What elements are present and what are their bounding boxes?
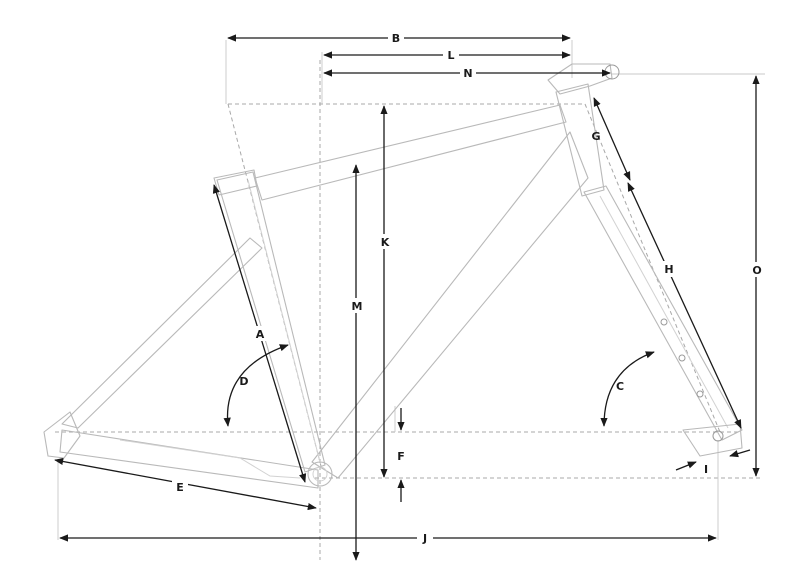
label-a: A	[256, 328, 265, 341]
bottle-boss-2	[678, 354, 686, 362]
dim-g-arrow	[593, 97, 631, 181]
label-c: C	[616, 380, 624, 393]
fork-dropout	[682, 423, 743, 457]
label-f: F	[397, 450, 405, 463]
dim-h-arrow	[627, 182, 742, 429]
label-e: E	[176, 481, 184, 494]
bottle-boss-1	[660, 318, 668, 326]
dim-c-arc	[600, 351, 655, 427]
down-tube	[311, 131, 589, 479]
seat-tube	[216, 171, 326, 473]
extension-lines	[57, 40, 765, 540]
head-axis-guide	[584, 103, 721, 433]
bottle-boss-3	[696, 390, 704, 398]
stem	[547, 63, 613, 95]
fork	[583, 185, 743, 441]
bike-frame	[43, 63, 743, 489]
label-n: N	[463, 67, 472, 80]
label-i: I	[704, 463, 708, 476]
label-l: L	[447, 49, 454, 62]
reference-guides	[55, 60, 760, 560]
label-m: M	[352, 300, 363, 313]
label-b: B	[392, 32, 400, 45]
label-h: H	[664, 263, 673, 276]
label-o: O	[752, 264, 761, 277]
seat-stay	[61, 237, 263, 429]
chain-stay	[59, 429, 319, 489]
label-k: K	[381, 236, 390, 249]
dim-d-arc	[223, 344, 289, 427]
label-backdrops	[172, 31, 765, 545]
label-d: D	[239, 375, 248, 388]
head-tube	[555, 83, 605, 197]
label-j: J	[422, 532, 427, 545]
dim-i-arrow-right	[729, 449, 751, 458]
label-g: G	[591, 130, 600, 143]
dimension-arrows	[54, 34, 760, 561]
rear-dropout	[43, 411, 81, 459]
dim-i-arrow-left	[675, 461, 697, 471]
top-tube	[254, 104, 567, 201]
dimension-labels: B L N K M O F A E J G H I D C	[176, 32, 761, 545]
